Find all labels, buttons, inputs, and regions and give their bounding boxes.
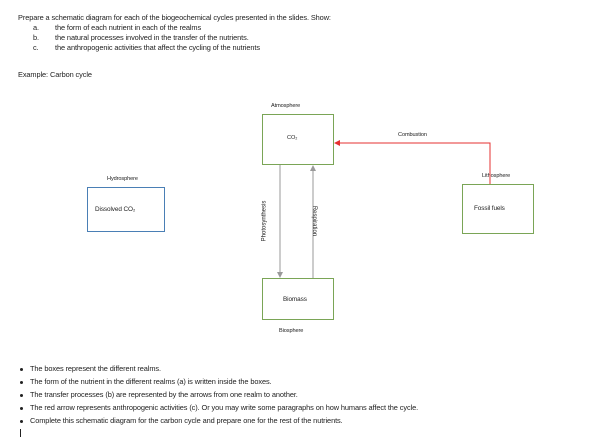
biosphere-box: Biomass xyxy=(262,278,334,320)
lithosphere-box: Fossil fuels xyxy=(462,184,534,234)
atmosphere-content: CO₂ xyxy=(287,135,298,141)
photosynthesis-label: Photosynthesis xyxy=(261,200,268,242)
bullet-icon xyxy=(20,394,23,397)
note-item: The transfer processes (b) are represent… xyxy=(30,390,298,399)
hydrosphere-label: Hydrosphere xyxy=(107,176,138,182)
hydrosphere-box: Dissolved CO₂ xyxy=(87,187,165,232)
atmosphere-label: Atmosphere xyxy=(271,103,301,109)
note-item: The red arrow represents anthropogenic a… xyxy=(30,403,419,412)
respiration-label: Respiration xyxy=(311,205,318,237)
combustion-arrowhead xyxy=(334,140,340,146)
list-item: the anthropogenic activities that affect… xyxy=(55,43,260,52)
bullet-icon xyxy=(20,407,23,410)
respiration-arrowhead xyxy=(310,165,316,171)
combustion-arrow xyxy=(340,142,491,184)
bullet-icon xyxy=(20,368,23,371)
biosphere-label: Biosphere xyxy=(279,328,304,334)
list-marker: b. xyxy=(33,33,39,42)
lithosphere-label: Lithosphere xyxy=(482,173,511,179)
lithosphere-content: Fossil fuels xyxy=(474,205,505,212)
bullet-icon xyxy=(20,381,23,384)
note-item: The form of the nutrient in the differen… xyxy=(30,377,272,386)
list-marker: c. xyxy=(33,43,39,52)
photosynthesis-arrowhead xyxy=(277,272,283,278)
example-label: Example: Carbon cycle xyxy=(18,70,92,79)
instructions-intro: Prepare a schematic diagram for each of … xyxy=(18,13,331,22)
list-marker: a. xyxy=(33,23,39,32)
combustion-label: Combustion xyxy=(398,132,427,138)
note-item: Complete this schematic diagram for the … xyxy=(30,416,343,425)
list-item: the natural processes involved in the tr… xyxy=(55,33,249,42)
note-item: The boxes represent the different realms… xyxy=(30,364,161,373)
list-item: the form of each nutrient in each of the… xyxy=(55,23,202,32)
bullet-icon xyxy=(20,420,23,423)
biosphere-content: Biomass xyxy=(283,296,307,303)
atmosphere-box: CO₂ xyxy=(262,114,334,165)
hydrosphere-content: Dissolved CO₂ xyxy=(95,206,136,213)
text-cursor[interactable] xyxy=(20,429,21,437)
